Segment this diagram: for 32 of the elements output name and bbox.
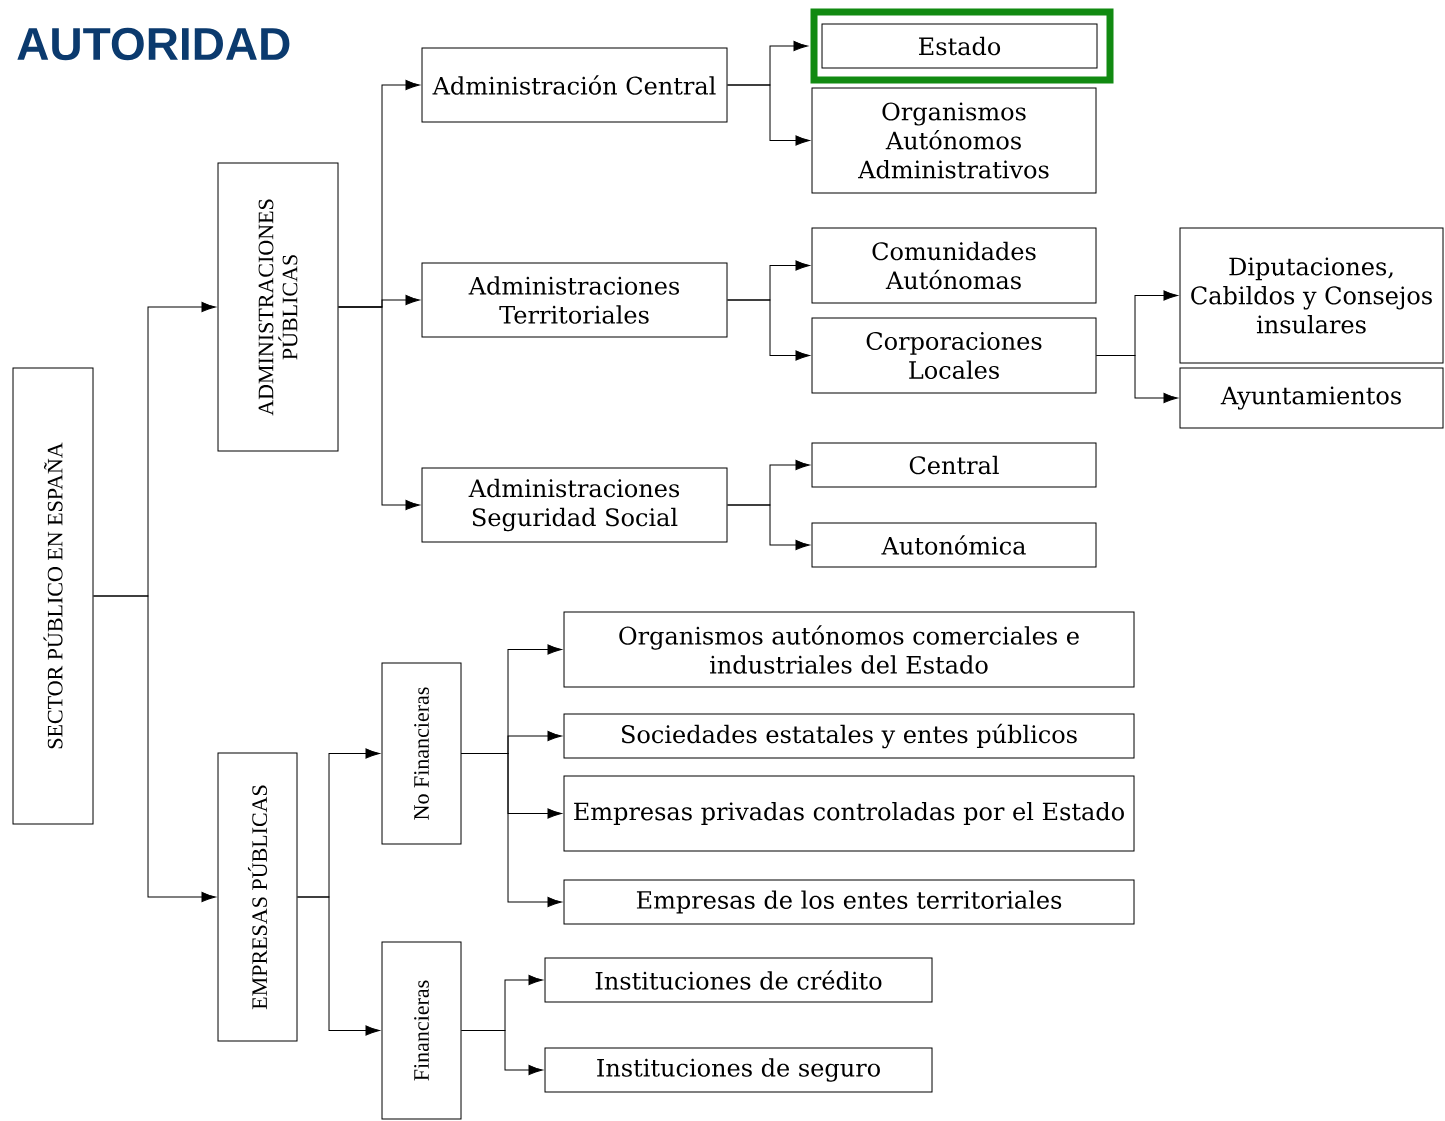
rotated-box: Financieras bbox=[381, 941, 462, 1120]
process-box: Organismos Autónomos Administrativos bbox=[811, 87, 1097, 194]
process-box: Diputaciones, Cabildos y Consejos insulares bbox=[1179, 227, 1444, 364]
process-box: Corporaciones Locales bbox=[811, 317, 1097, 394]
process-box: Sociedades estatales y entes públicos bbox=[563, 713, 1135, 759]
arrow bbox=[297, 896, 380, 1036]
rotated-box: SECTOR PÚBLICO EN ESPAÑA bbox=[12, 367, 94, 825]
arrow bbox=[461, 753, 562, 908]
process-box: Empresas de los entes territoriales bbox=[563, 879, 1135, 925]
process-box: Comunidades Autónomas bbox=[811, 227, 1097, 304]
process-box: Administraciones Seguridad Social bbox=[421, 467, 728, 543]
process-box: Ayuntamientos bbox=[1179, 367, 1444, 429]
arrow bbox=[727, 84, 810, 146]
process-box: Instituciones de crédito bbox=[544, 957, 933, 1003]
arrow bbox=[1096, 355, 1178, 404]
rotated-box: EMPRESAS PÚBLICAS bbox=[217, 752, 298, 1042]
arrow bbox=[727, 504, 810, 551]
process-box: Administración Central bbox=[421, 47, 728, 123]
process-box: Empresas privadas controladas por el Estado bbox=[563, 775, 1135, 852]
process-box: Estado bbox=[821, 23, 1098, 69]
title: AUTORIDAD bbox=[17, 27, 290, 61]
arrow bbox=[727, 299, 810, 361]
process-box: Autonómica bbox=[811, 522, 1097, 568]
arrow bbox=[338, 306, 420, 511]
rotated-box: ADMINISTRACIONES PÚBLICAS bbox=[217, 162, 339, 452]
process-box: Organismos autónomos comerciales e industriales del Estado bbox=[563, 611, 1135, 688]
process-box: Administraciones Territoriales bbox=[421, 262, 728, 338]
process-box: Central bbox=[811, 442, 1097, 488]
process-box: Instituciones de seguro bbox=[544, 1047, 933, 1093]
arrow bbox=[461, 1030, 543, 1076]
arrow bbox=[93, 595, 216, 903]
rotated-box: No Financieras bbox=[381, 662, 462, 845]
